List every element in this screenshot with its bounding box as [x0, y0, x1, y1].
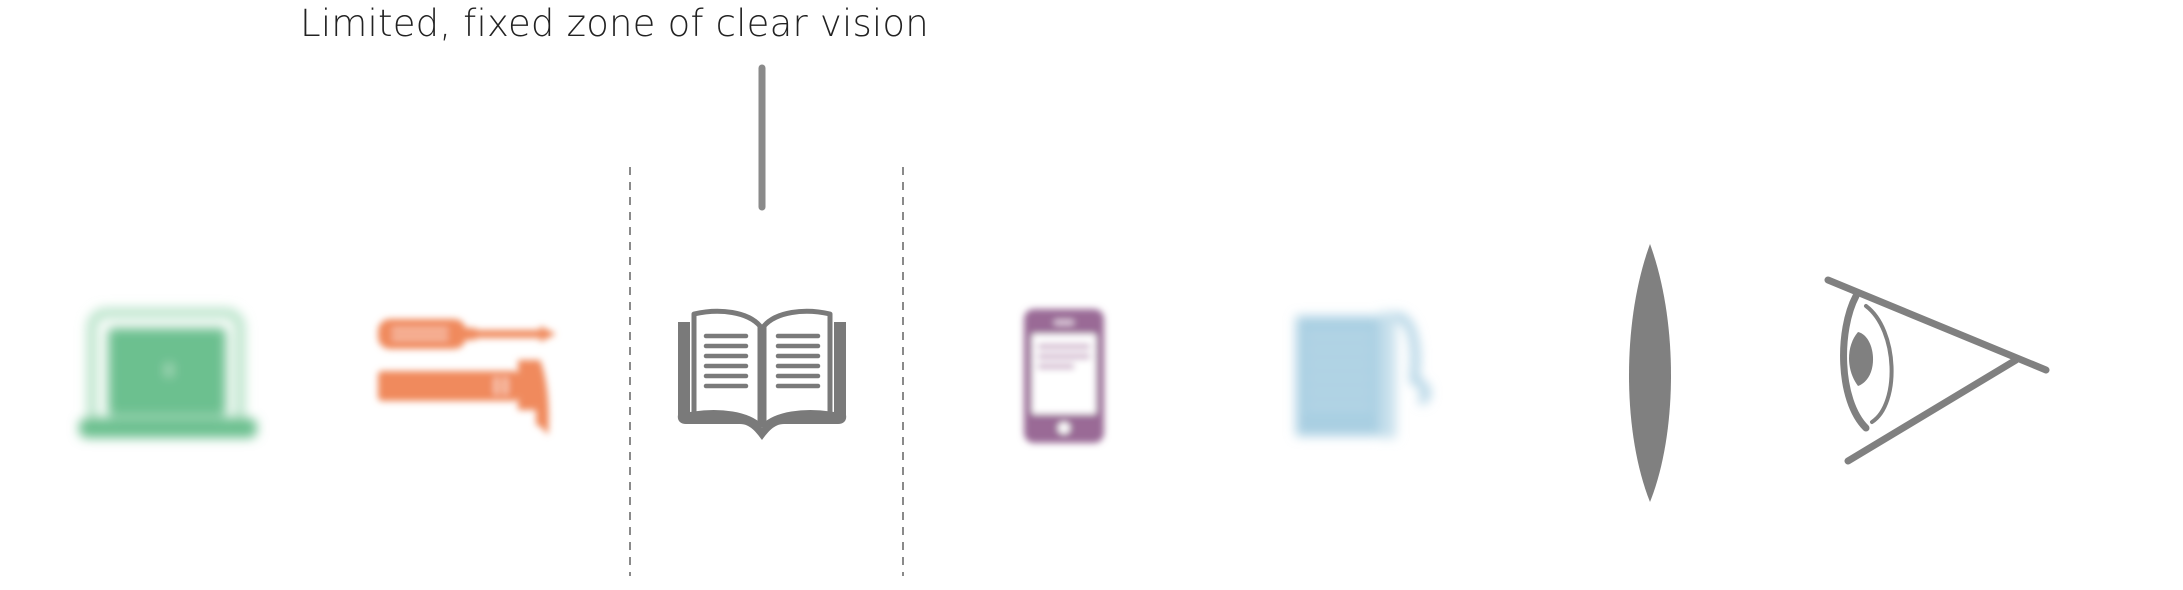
lens-icon [1629, 244, 1671, 502]
book-icon [677, 308, 847, 440]
laptop-icon [79, 308, 257, 438]
tools-icon [378, 319, 556, 435]
phone-icon [1024, 309, 1104, 443]
pupil-icon [1849, 332, 1874, 386]
zone-caption: Limited, fixed zone of clear vision [300, 2, 929, 45]
eye-icon [1824, 276, 2050, 465]
document-icon [1296, 312, 1431, 438]
